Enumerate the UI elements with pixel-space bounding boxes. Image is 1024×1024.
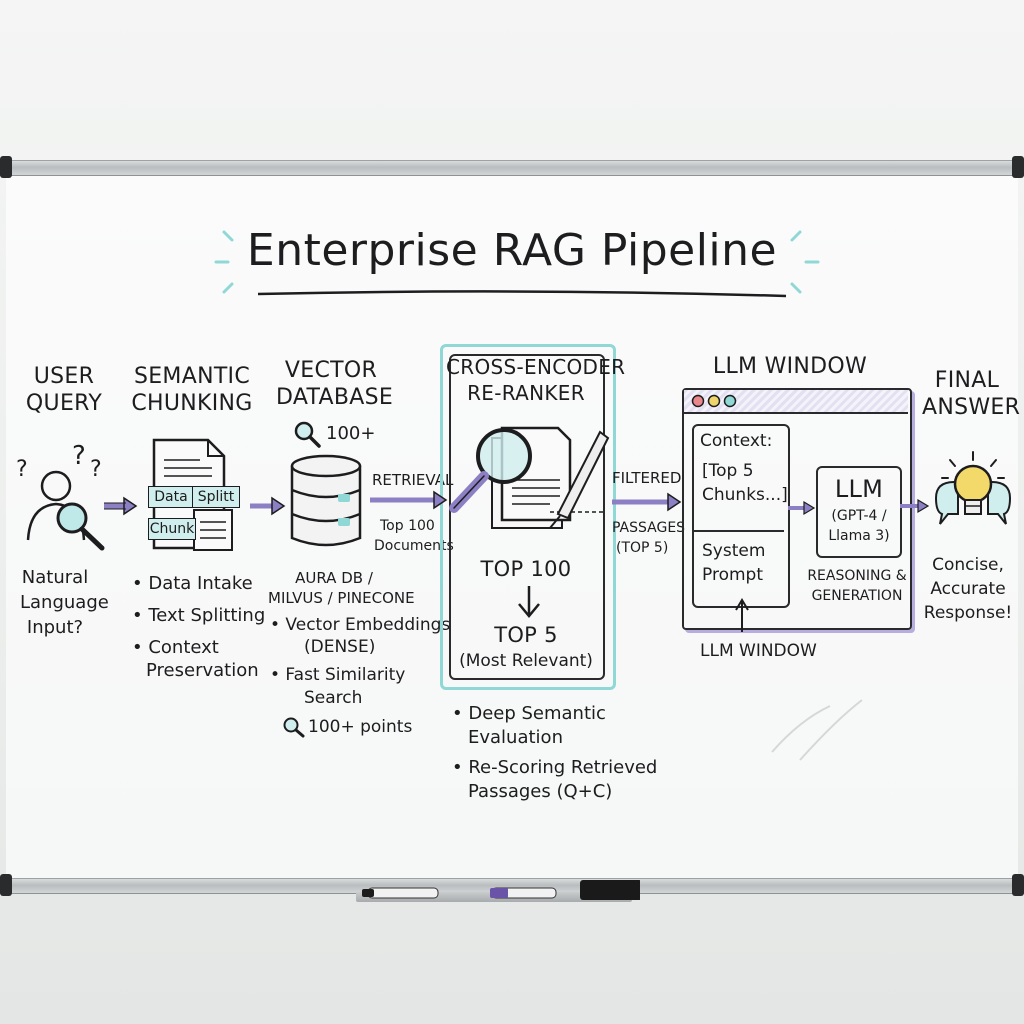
chunk-chip-chunk: Chunk [148,518,196,540]
vector-db-footer: 100+ points [308,717,413,737]
re-ranker-highlight-frame [440,344,616,690]
arrow-reranker-to-llm [612,492,682,512]
vector-db-badge: 100+ [326,423,376,444]
context-line-3: Chunks...] [702,485,788,505]
vector-db-line-1: AURA DB / [295,569,373,587]
svg-text:?: ? [90,457,102,482]
purple-marker[interactable] [490,887,557,899]
svg-text:?: ? [72,441,86,471]
arrow-db-to-reranker [370,490,448,510]
llm-box [816,466,902,558]
chunk-chip-data: Data [148,486,194,508]
user-query-heading-1: USER [33,364,95,389]
chunking-heading-1: SEMANTIC [133,364,251,389]
window-controls [691,394,737,408]
re-ranker-bullet-2-cont: Passages (Q+C) [468,781,613,802]
arrow-context-to-llm [788,500,816,516]
retrieval-sub-2: Documents [374,538,454,554]
re-ranker-top-5: TOP 5 [494,623,558,647]
arrow-llm-to-answer [900,498,930,514]
llm-window-titlebar [684,390,908,414]
down-arrow-icon [518,586,540,618]
database-icon [290,454,362,547]
llm-sub-1: (GPT-4 / [831,508,887,524]
close-icon [691,394,705,408]
search-icon [294,421,321,448]
context-label: Context: [700,431,773,451]
retrieval-label: RETRIEVAL [372,471,454,489]
context-line-2: [Top 5 [702,461,754,481]
final-answer-caption-1: Concise, [932,555,1004,575]
rail-cap [1012,874,1024,896]
user-with-magnifier-icon: ? ? ? [16,441,105,551]
final-answer-heading-2: ANSWER [922,395,1021,420]
re-ranker-bullet-2: • Re-Scoring Retrieved [452,757,658,778]
vector-db-heading-2: DATABASE [276,385,394,410]
re-ranker-bullet-1-cont: Evaluation [468,727,563,748]
reasoning-line-2: GENERATION [811,588,903,604]
retrieval-sub-1: Top 100 [380,518,435,534]
llm-window-frame [682,388,912,630]
rail-cap [1012,156,1024,178]
re-ranker-frame [449,354,605,680]
maximize-icon [723,394,737,408]
llm-window-heading: LLM WINDOW [712,354,868,379]
rail-cap [0,874,12,896]
user-query-caption-1: Natural [21,567,89,588]
rail-cap [0,156,12,178]
context-divider [694,530,784,532]
markers [362,880,640,900]
smudge-marks [771,699,863,761]
system-prompt-line-1: System [702,541,766,561]
system-prompt-line-2: Prompt [702,565,763,585]
vector-db-line-2: MILVUS / PINECONE [268,589,415,607]
user-query-caption-2: Language [20,592,109,613]
llm-sub-2: Llama 3) [828,528,890,544]
svg-text:?: ? [16,457,28,482]
filtered-sub-2: (TOP 5) [616,540,669,556]
black-marker[interactable] [362,887,439,899]
re-ranker-heading-2: RE-RANKER [467,381,585,405]
whiteboard-top-rail [0,160,1024,176]
vector-db-bullet-2: • Fast Similarity [270,665,406,685]
re-ranker-heading-1: CROSS-ENCODER [446,355,626,379]
vector-db-bullet-2-cont: Search [304,688,363,708]
reasoning-line-1: REASONING & [807,568,907,584]
vector-db-bullet-1-cont: (DENSE) [304,637,376,657]
final-answer-heading-1: FINAL [934,368,1000,393]
chunking-bullet-1: • Data Intake [132,573,253,594]
user-query-heading-2: QUERY [25,391,103,416]
re-ranker-bullet-1: • Deep Semantic [452,703,606,724]
diagram-title: Enterprise RAG Pipeline [246,225,778,276]
chunking-bullet-3: • Context [132,637,219,658]
magnifier-documents-scalpel-icon [449,426,610,529]
arrow-up-into-window [735,598,749,632]
filtered-sub-1: PASSAGES [612,520,686,536]
final-answer-caption-3: Response! [923,603,1013,623]
final-answer-caption-2: Accurate [930,579,1006,599]
llm-label: LLM [834,475,884,503]
chunking-bullet-3-cont: Preservation [146,660,259,681]
chunking-bullet-2: • Text Splitting [132,605,266,626]
vector-db-heading-1: VECTOR [284,358,378,383]
chunk-chip-split: Splitt [192,486,240,508]
arrow-query-to-chunking [104,496,138,516]
lightbulb-speech-icon [934,451,1012,525]
re-ranker-top-5-sub: (Most Relevant) [459,651,593,671]
chunking-heading-2: CHUNKING [131,391,253,416]
filtered-label: FILTERED [612,469,682,487]
eraser[interactable] [580,880,640,900]
arrow-chunking-to-db [250,496,286,516]
re-ranker-top-100: TOP 100 [480,557,572,581]
minimize-icon [707,394,721,408]
search-icon [283,717,305,738]
llm-window-footer: LLM WINDOW [700,641,817,661]
user-query-caption-3: Input? [26,617,84,638]
vector-db-bullet-1: • Vector Embeddings [270,615,451,635]
